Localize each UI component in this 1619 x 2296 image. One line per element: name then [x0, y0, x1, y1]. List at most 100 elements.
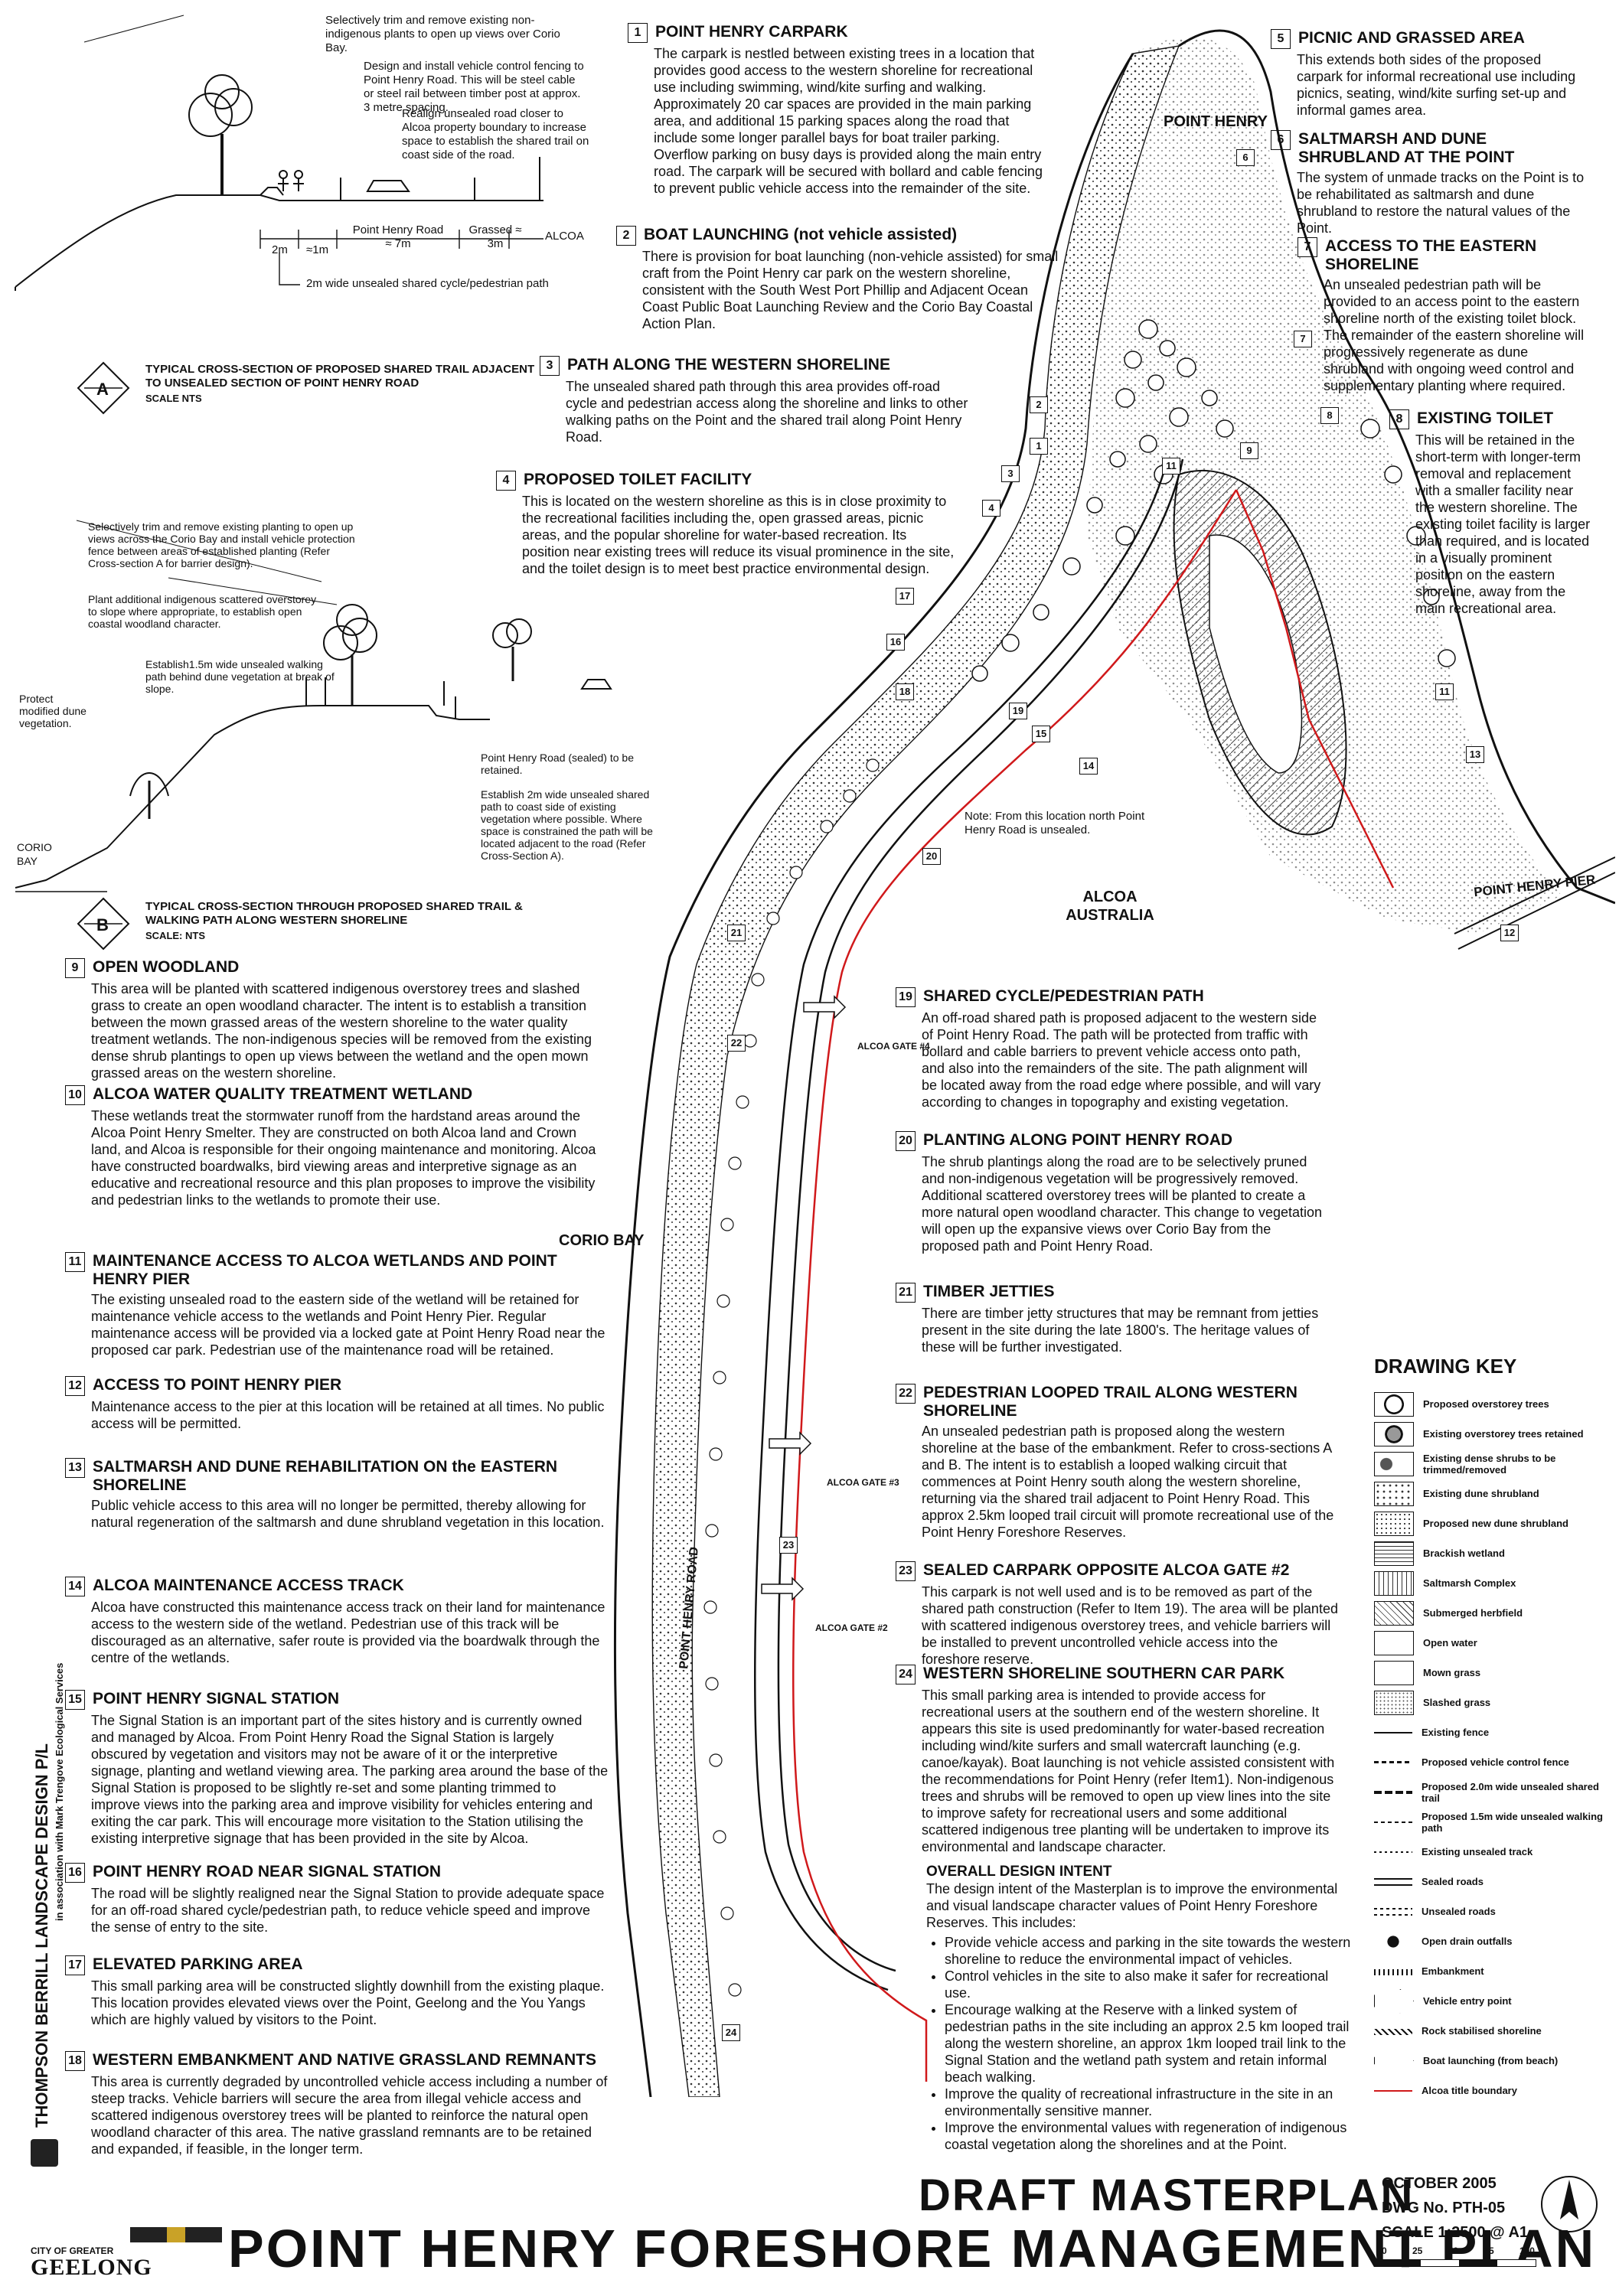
map-tag: 3: [1001, 465, 1020, 482]
drawing-key-label: Open drain outfalls: [1422, 1936, 1513, 1947]
cross-section-b-drawing: [15, 520, 612, 892]
drawing-key-swatch-icon: [1374, 1810, 1412, 1834]
scale-bar: [1382, 2259, 1536, 2267]
map-gate-3: ALCOA GATE #3: [827, 1477, 899, 1488]
drawing-key-row: Alcoa title boundary: [1374, 2076, 1604, 2105]
design-intent-bullet: Improve the environmental values with re…: [945, 2119, 1355, 2153]
item-heading: WESTERN SHORELINE SOUTHERN CAR PARK: [923, 1665, 1285, 1682]
drawing-key-swatch-icon: [1374, 1750, 1412, 1774]
item-number: 9: [65, 958, 85, 978]
item-text: There are timber jetty structures that m…: [922, 1306, 1319, 1355]
drawing-key-label: Alcoa title boundary: [1422, 2085, 1517, 2096]
item-text: This area will be planted with scattered…: [91, 981, 592, 1081]
scale-tick-label: 25: [1412, 2245, 1423, 2256]
section-b-title: TYPICAL CROSS-SECTION THROUGH PROPOSED S…: [145, 900, 523, 927]
item-number: 22: [896, 1384, 916, 1404]
item-heading: ACCESS TO THE EASTERN SHORELINE: [1325, 237, 1537, 273]
drawing-key-row: Mown grass: [1374, 1658, 1604, 1688]
map-tag: 14: [1079, 758, 1098, 775]
drawing-key-row: Existing fence: [1374, 1717, 1604, 1747]
item-text: An off-road shared path is proposed adja…: [922, 1010, 1321, 1110]
drawing-key-row: Submerged herbfield: [1374, 1598, 1604, 1628]
item-text: There is provision for boat launching (n…: [642, 249, 1059, 331]
drawing-key-label: Sealed roads: [1422, 1876, 1484, 1887]
site-map: [613, 29, 1615, 2097]
scale-tick-label: 100: [1519, 2245, 1535, 2256]
designer-name: THOMPSON BERRILL LANDSCAPE DESIGN P/L: [32, 1743, 51, 2128]
design-intent-bullet: Provide vehicle access and parking in th…: [945, 1934, 1355, 1968]
item-text: This area is currently degraded by uncon…: [91, 2074, 608, 2157]
item-text: This carpark is not well used and is to …: [922, 1584, 1338, 1667]
drawing-key-row: Proposed vehicle control fence: [1374, 1747, 1604, 1777]
map-tag: 19: [1009, 703, 1027, 719]
item-number: 2: [616, 226, 636, 246]
drawing-key-label: Existing unsealed track: [1422, 1846, 1533, 1857]
map-tag: 4: [982, 500, 1000, 517]
drawing-key-label: Boat launching (from beach): [1423, 2055, 1559, 2066]
item-number: 20: [896, 1131, 916, 1151]
item-number: 21: [896, 1283, 916, 1303]
section-b-note-4: Protect modified dune vegetation.: [19, 693, 86, 729]
item-text: These wetlands treat the stormwater runo…: [91, 1108, 596, 1208]
item-number: 14: [65, 1577, 85, 1596]
item-text: The Signal Station is an important part …: [91, 1713, 609, 1846]
item-heading: PICNIC AND GRASSED AREA: [1298, 29, 1525, 47]
item-text: Maintenance access to the pier at this l…: [91, 1399, 605, 1431]
map-tag: 20: [922, 848, 941, 865]
item-text: This small parking area is intended to p…: [922, 1688, 1335, 1854]
item-text: An unsealed pedestrian path is proposed …: [922, 1424, 1334, 1540]
item-text: This is located on the western shoreline…: [522, 494, 955, 576]
item-number: 23: [896, 1561, 916, 1581]
section-a-note-3: Realign unsealed road closer to Alcoa pr…: [402, 107, 589, 161]
map-tag: 11: [1435, 683, 1454, 700]
item-number: 24: [896, 1665, 916, 1684]
design-intent-lead: The design intent of the Masterplan is t…: [926, 1881, 1338, 1930]
item-number: 8: [1389, 409, 1409, 429]
item-text: Alcoa have constructed this maintenance …: [91, 1600, 605, 1665]
item-number: 4: [496, 471, 516, 491]
item-number: 3: [540, 356, 560, 376]
section-a-title: TYPICAL CROSS-SECTION OF PROPOSED SHARED…: [145, 363, 535, 390]
design-intent-bullet: Encourage walking at the Reserve with a …: [945, 2001, 1355, 2086]
item-number: 16: [65, 1863, 85, 1883]
drawing-key-swatch-icon: [1374, 1780, 1412, 1804]
map-tag: 18: [896, 683, 914, 700]
dim-1m: ≈1m: [306, 243, 329, 256]
item-number: 10: [65, 1085, 85, 1105]
item-text: Public vehicle access to this area will …: [91, 1498, 605, 1530]
drawing-key-row: Proposed overstorey trees: [1374, 1389, 1604, 1419]
designer-association: in association with Mark Trengove Ecolog…: [54, 1662, 65, 1921]
map-tag: 1: [1030, 438, 1048, 455]
designer-logo-icon: [31, 2139, 58, 2167]
drawing-key-row: Existing dense shrubs to be trimmed/remo…: [1374, 1449, 1604, 1479]
item-heading: SEALED CARPARK OPPOSITE ALCOA GATE #2: [923, 1561, 1290, 1579]
item-heading: BOAT LAUNCHING (not vehicle assisted): [644, 226, 958, 243]
section-a-note-1: Selectively trim and remove existing non…: [325, 14, 560, 54]
item-heading: PEDESTRIAN LOOPED TRAIL ALONG WESTERN SH…: [923, 1384, 1297, 1420]
item-text: This small parking area will be construc…: [91, 1978, 605, 2027]
item-text: This will be retained in the short-term …: [1415, 432, 1591, 616]
item-number: 15: [65, 1690, 85, 1710]
map-tag: 11: [1162, 458, 1180, 475]
scale-tick-label: 50: [1448, 2245, 1458, 2256]
map-road-note: Note: From this location north Point Hen…: [965, 810, 1145, 837]
drawing-key-swatch-icon: [1374, 1630, 1414, 1655]
map-tag: 22: [727, 1035, 746, 1052]
drawing-key-swatch-icon: [1374, 1481, 1414, 1506]
section-a-marker: [77, 361, 130, 415]
dim-grassed: Grassed ≈ 3m: [468, 223, 522, 250]
drawing-key-label: Existing dune shrubland: [1423, 1488, 1539, 1499]
drawing-key-row: Embankment: [1374, 1956, 1604, 1986]
item-text: The carpark is nestled between existing …: [654, 46, 1043, 196]
drawing-key-row: Sealed roads: [1374, 1867, 1604, 1896]
